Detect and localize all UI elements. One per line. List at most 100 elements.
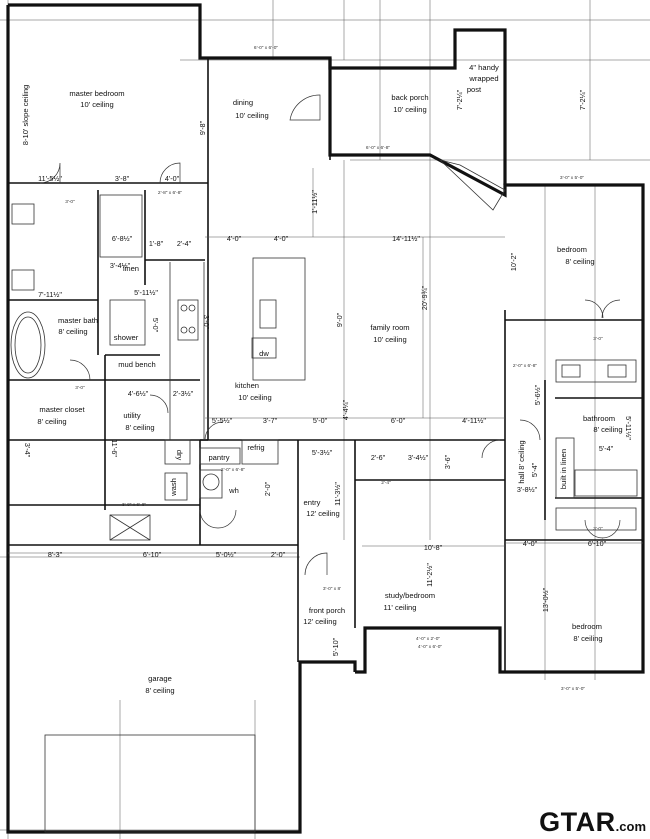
bath-fixtures	[10, 159, 638, 833]
dimension: 6'-10"	[588, 539, 607, 548]
dimension: 3'-8½"	[517, 485, 538, 494]
logo-suffix-text: .com	[615, 819, 646, 834]
refrigerator-box	[241, 439, 279, 465]
master-sink-icon	[11, 203, 35, 225]
master-bedroom-label: master bedroom	[69, 89, 124, 98]
dimension: 3'-0"	[593, 526, 603, 532]
garage-door-box	[44, 734, 256, 833]
interior-walls	[8, 58, 643, 672]
door-swings	[39, 94, 621, 576]
front-porch-ceiling: 12' ceiling	[303, 617, 337, 626]
dimension: 2'-0"	[263, 481, 272, 496]
dimension: 4'-0"	[274, 234, 289, 243]
dimension: 1'-11½"	[310, 190, 319, 214]
kitchen-ceiling: 10' ceiling	[238, 393, 272, 402]
master-closet-ceiling: 8' ceiling	[37, 417, 66, 426]
dimension: 7'-11½"	[38, 290, 62, 299]
dimension: 2'-0" x 6'-8"	[513, 363, 537, 369]
kitchen-fixtures	[164, 257, 306, 501]
dimension: 3'-8"	[115, 174, 130, 183]
handy-post-note-1: 4" handy	[469, 63, 499, 72]
dimension: 5'-0"	[151, 318, 160, 333]
dimension: 6'-0"	[391, 416, 406, 425]
dry-label: dry	[175, 450, 184, 461]
dimension: 11'-3½"	[333, 482, 342, 506]
dimension: 3'-6"	[443, 454, 452, 469]
dimension: 3'-4½"	[110, 261, 131, 270]
dimension: 11'-2½"	[425, 563, 434, 587]
dimension: 13'-0½"	[541, 587, 550, 612]
refrig-label: refrig	[247, 443, 264, 452]
dimension: 20'-9¾"	[420, 285, 429, 310]
dimension: 5'-4"	[599, 444, 614, 453]
handy-post-note-3: post	[467, 85, 482, 94]
dimension: 4'-0" x 6'-0"	[418, 644, 442, 650]
water-heater-icon	[202, 473, 220, 491]
dimension: 4'-4¼"	[341, 399, 350, 420]
dimension: 3'-0" x 5'-0"	[560, 175, 584, 181]
dimension: 4'-6½"	[128, 389, 149, 398]
shower-box	[99, 194, 143, 258]
entry-label: entry	[304, 498, 321, 507]
dimension: 5'-11½"	[624, 416, 633, 440]
bedroom-upper-label: bedroom	[557, 245, 587, 254]
dimension: 9'-8"	[198, 120, 207, 135]
dimension: 1'-8"	[149, 239, 164, 248]
dimension: 3'-0"	[75, 385, 85, 391]
dimension: 3'-0" x 6'-8"	[122, 502, 146, 508]
dimension: 10'-2"	[509, 252, 518, 271]
gtar-logo[interactable]: GTAR.com	[539, 807, 646, 838]
dimension: 5'-6½"	[533, 384, 542, 405]
dimension: 2'-8" x 6'-8"	[158, 190, 182, 196]
dimension: 6'-0" x 6'-8"	[366, 145, 390, 151]
dimension: 5'-4"	[530, 462, 539, 477]
master-bath-ceiling: 8' ceiling	[58, 327, 87, 336]
dimension: 3'-0"	[65, 199, 75, 205]
dimension: 10'-8"	[424, 543, 443, 552]
bedroom-upper-ceiling: 8' ceiling	[565, 257, 594, 266]
dimension: 4'-0"	[165, 174, 180, 183]
utility-ceiling: 8' ceiling	[125, 423, 154, 432]
dimension: 3'-0"	[593, 336, 603, 342]
dimension: 4'-11½"	[462, 416, 486, 425]
slope-ceiling-note: 8-10' slope ceiling	[21, 85, 30, 146]
study-ceiling: 11' ceiling	[384, 603, 417, 612]
pantry-box	[199, 447, 241, 465]
dimension: 5'-10"	[331, 637, 340, 656]
dimension: 5'-0"	[313, 416, 328, 425]
dimension: 7'-2¼"	[578, 89, 587, 110]
family-room-ceiling: 10' ceiling	[373, 335, 407, 344]
tub-icon	[10, 311, 46, 379]
dimension: 3'-4½"	[408, 453, 429, 462]
bathroom-ceiling: 8' ceiling	[593, 425, 622, 434]
kitchen-sink-icon	[259, 299, 277, 329]
family-room-label: family room	[370, 323, 409, 332]
built-in-linen-label: built in linen	[559, 449, 568, 489]
hall-bath-vanity	[555, 359, 637, 383]
entry-ceiling: 12' ceiling	[306, 509, 340, 518]
dimension: 6'-8½"	[112, 234, 133, 243]
shower-label: shower	[114, 333, 139, 342]
corner-window	[438, 159, 506, 211]
linen-master-label: linen	[123, 264, 139, 273]
dimension: 11'-5½"	[38, 174, 62, 183]
master-bedroom-ceiling: 10' ceiling	[80, 100, 114, 109]
wh-label: wh	[228, 486, 239, 495]
kitchen-island	[252, 257, 306, 381]
logo-main-text: GTAR	[539, 807, 616, 837]
dimension: 8'-3"	[48, 550, 63, 559]
dimension: 6'-10"	[143, 550, 162, 559]
front-porch-label: front porch	[309, 606, 345, 615]
kitchen-label: kitchen	[235, 381, 259, 390]
dining-ceiling: 10' ceiling	[235, 111, 269, 120]
dimension: 3'-0" x 8'	[323, 586, 341, 592]
master-closet-label: master closet	[39, 405, 85, 414]
garage-ceiling: 8' ceiling	[145, 686, 174, 695]
dimension: 14'-11½"	[392, 234, 420, 243]
dishwasher-box	[251, 337, 277, 359]
dimension: 11'-6"	[110, 439, 119, 457]
dimension: 2'-3½"	[173, 389, 194, 398]
back-porch-label: back porch	[391, 93, 428, 102]
washer-box	[164, 472, 188, 501]
